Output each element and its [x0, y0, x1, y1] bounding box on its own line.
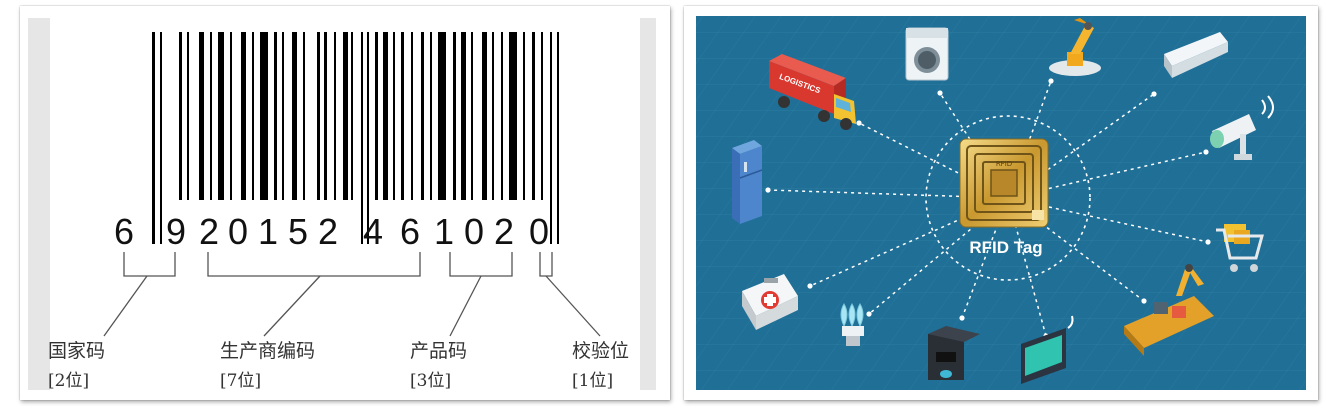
country-code-label: 国家码 [48, 340, 105, 362]
barcode-digit: 5 [288, 211, 308, 252]
connection-dots [765, 78, 1211, 339]
barcode-digit: 9 [166, 211, 186, 252]
barcode-bar [550, 32, 552, 244]
barcode-digit: 0 [464, 211, 484, 252]
barcode-digit: 6 [400, 211, 420, 252]
barcode-digits: 6 9 2 0 1 5 2 4 6 1 0 2 0 [114, 211, 549, 252]
center-ring [925, 115, 1091, 281]
barcode-bar [317, 32, 320, 200]
country-code-leader [103, 275, 148, 337]
barcode-digit: 1 [434, 211, 454, 252]
group-brackets [103, 252, 601, 337]
country-code-count: [2位] [48, 371, 89, 391]
rfid-panel: RFID RFID Tag LOGISTICS [684, 6, 1318, 400]
barcode-bar [187, 32, 189, 200]
factory-robot-icon [1124, 264, 1214, 356]
barcode-bar [411, 32, 413, 200]
barcode-bar [292, 32, 297, 200]
group-labels: 国家码 [2位] 生产商编码 [7位] 产品码 [3位] 校验位 [1位] [48, 340, 629, 391]
barcode-bars [152, 32, 559, 244]
barcode-bar [160, 32, 162, 244]
barcode-bar [532, 32, 535, 200]
center-label: RFID Tag [969, 238, 1042, 257]
right-margin-strip [640, 18, 656, 390]
barcode-digit: 0 [529, 211, 549, 252]
barcode-panel: 6 9 2 0 1 5 2 4 6 1 0 2 0 国家码 [2位] [20, 6, 670, 400]
manufacturer-code-bracket [207, 252, 421, 277]
barcode-digit: 2 [318, 211, 338, 252]
barcode-bar [438, 32, 446, 200]
barcode-bar [324, 32, 327, 200]
barcode-bar [492, 32, 494, 200]
barcode-bar [241, 32, 246, 200]
barcode-diagram: 6 9 2 0 1 5 2 4 6 1 0 2 0 国家码 [2位] [20, 6, 670, 400]
manufacturer-code-leader [263, 275, 321, 337]
barcode-bar [461, 32, 466, 200]
light-bulb-icon [840, 303, 864, 346]
barcode-bar [421, 32, 424, 200]
barcode-bar [501, 32, 503, 200]
barcode-bar [282, 32, 284, 200]
air-conditioner-icon [1164, 32, 1228, 78]
barcode-bar [401, 32, 404, 200]
barcode-bar [351, 32, 353, 200]
barcode-bar [218, 32, 224, 200]
first-aid-kit-icon [742, 274, 798, 330]
barcode-bar [252, 32, 254, 200]
barcode-bar [199, 32, 204, 200]
barcode-digit: 4 [363, 211, 383, 252]
barcode-bar [367, 32, 369, 244]
barcode-bar [453, 32, 456, 200]
barcode-bar [274, 32, 277, 200]
barcode-bar [541, 32, 543, 200]
monitor-icon [1021, 315, 1074, 384]
barcode-bar [430, 32, 432, 200]
barcode-digit: 2 [494, 211, 514, 252]
washing-machine-icon [905, 27, 949, 81]
barcode-bar [303, 32, 305, 200]
refrigerator-icon [732, 140, 763, 224]
check-digit-leader [545, 275, 601, 337]
barcode-digit: 2 [199, 211, 219, 252]
barcode-bar [230, 32, 232, 200]
barcode-bar [523, 32, 525, 200]
barcode-bar [334, 32, 336, 200]
security-camera-icon [1210, 95, 1274, 160]
product-code-label: 产品码 [410, 340, 467, 362]
barcode-bar [471, 32, 473, 200]
barcode-bar [152, 32, 155, 244]
barcode-bar [557, 32, 559, 244]
product-code-leader [449, 275, 482, 337]
barcode-digit: 0 [228, 211, 248, 252]
country-code-bracket [123, 252, 176, 277]
chip-text: RFID [996, 160, 1012, 168]
barcode-digit: 1 [258, 211, 278, 252]
rfid-diagram: RFID RFID Tag LOGISTICS [696, 16, 1306, 390]
robot-arm-icon [1049, 18, 1101, 76]
barcode-bar [482, 32, 487, 200]
shopping-cart-icon [1216, 224, 1264, 272]
barcode-bar [393, 32, 395, 200]
truck-icon: LOGISTICS [769, 54, 856, 130]
barcode-bar [179, 32, 182, 200]
manufacturer-code-label: 生产商编码 [220, 340, 315, 362]
barcode-bar [260, 32, 268, 200]
barcode-bar [343, 32, 348, 200]
product-code-count: [3位] [410, 371, 451, 391]
left-margin-strip [28, 18, 50, 390]
barcode-bar [509, 32, 517, 200]
check-digit-label: 校验位 [572, 340, 629, 362]
barcode-bar [375, 32, 378, 200]
rfid-tag-icon: RFID [959, 138, 1049, 228]
barcode-bar [210, 32, 212, 200]
manufacturer-code-count: [7位] [220, 371, 261, 391]
check-digit-count: [1位] [572, 371, 613, 391]
barcode-bar [383, 32, 388, 200]
barcode-bar [361, 32, 363, 244]
barcode-digit: 6 [114, 211, 134, 252]
coffee-machine-icon [928, 326, 980, 380]
